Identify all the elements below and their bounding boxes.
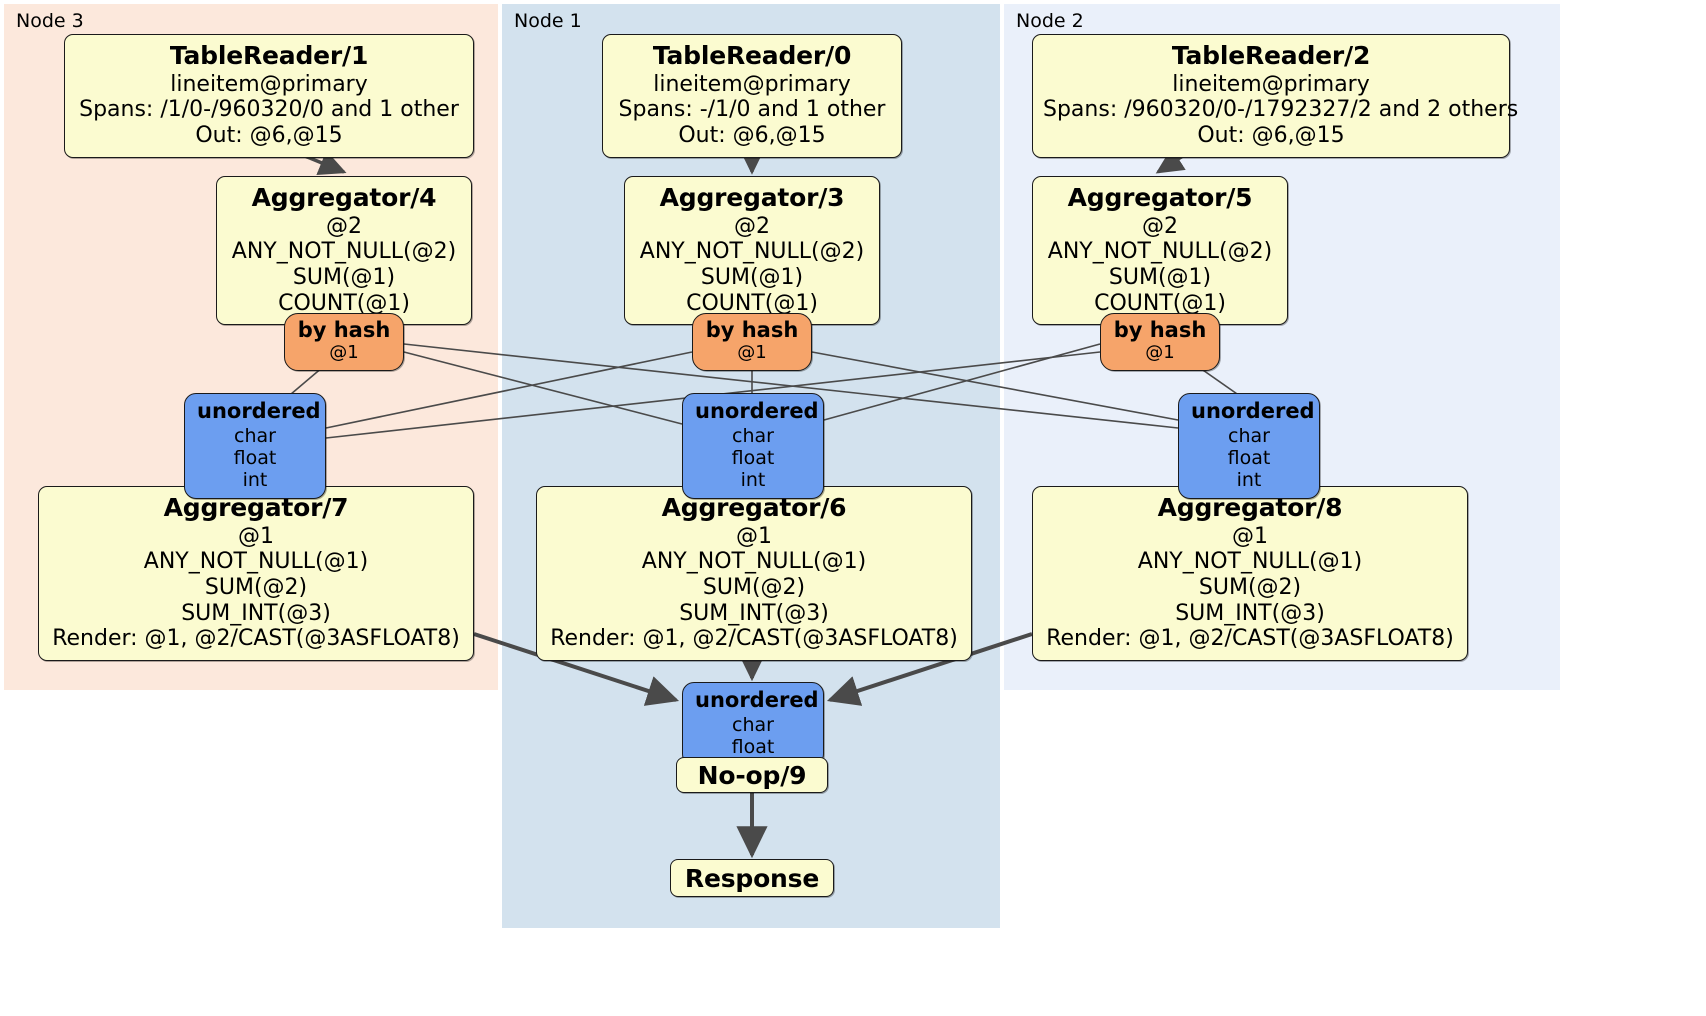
sync-type-char: char — [1228, 424, 1270, 447]
sync-title: unordered — [197, 399, 321, 423]
processor-detail-agg2: SUM(@1) — [1108, 264, 1212, 290]
router-by-hash-aggregator4[interactable]: by hash @1 — [284, 313, 404, 371]
processor-detail-agg2: SUM(@2) — [702, 574, 806, 600]
router-title: by hash — [705, 318, 799, 342]
node-panel-label-node1: Node 1 — [514, 10, 582, 32]
processor-detail-agg3: COUNT(@1) — [686, 290, 818, 316]
sync-type-char: char — [234, 424, 276, 447]
processor-detail-agg1: ANY_NOT_NULL(@2) — [231, 239, 457, 265]
sync-type-char: char — [732, 713, 774, 736]
sync-type-char: char — [732, 424, 774, 447]
processor-tablereader-0[interactable]: TableReader/0 lineitem@primary Spans: -/… — [602, 34, 902, 158]
router-title: by hash — [1113, 318, 1207, 342]
processor-detail-table: lineitem@primary — [170, 71, 368, 97]
processor-tablereader-2[interactable]: TableReader/2 lineitem@primary Spans: /9… — [1032, 34, 1519, 158]
processor-detail-agg2: SUM(@1) — [700, 264, 804, 290]
router-detail-col: @1 — [737, 342, 767, 364]
processor-detail-agg1: ANY_NOT_NULL(@1) — [143, 549, 369, 575]
processor-noop-label: No-op/9 — [697, 760, 807, 790]
sync-type-int: int — [242, 468, 268, 491]
processor-detail-table: lineitem@primary — [1172, 71, 1370, 97]
node-panel-label-node2: Node 2 — [1016, 10, 1084, 32]
processor-aggregator-5[interactable]: Aggregator/5 @2 ANY_NOT_NULL(@2) SUM(@1)… — [1032, 176, 1288, 326]
sync-unordered-final[interactable]: unordered char float — [682, 682, 824, 766]
processor-detail-groupcols: @2 — [326, 213, 362, 239]
processor-detail-agg3: SUM_INT(@3) — [181, 600, 331, 626]
processor-detail-table: lineitem@primary — [653, 71, 851, 97]
processor-title: TableReader/1 — [169, 41, 369, 70]
sync-unordered-aggregator6[interactable]: unordered char float int — [682, 393, 824, 499]
sync-type-int: int — [740, 468, 766, 491]
processor-detail-agg2: SUM(@1) — [292, 264, 396, 290]
processor-detail-out: Out: @6,@15 — [678, 122, 826, 148]
processor-title: Aggregator/5 — [1067, 183, 1253, 212]
processor-detail-agg1: ANY_NOT_NULL(@2) — [639, 239, 865, 265]
processor-tablereader-1[interactable]: TableReader/1 lineitem@primary Spans: /1… — [64, 34, 474, 158]
sync-type-float: float — [233, 446, 277, 469]
processor-aggregator-7[interactable]: Aggregator/7 @1 ANY_NOT_NULL(@1) SUM(@2)… — [38, 486, 474, 662]
processor-detail-groupcols: @2 — [734, 213, 770, 239]
processor-aggregator-4[interactable]: Aggregator/4 @2 ANY_NOT_NULL(@2) SUM(@1)… — [216, 176, 472, 326]
processor-detail-groupcols: @2 — [1142, 213, 1178, 239]
sync-title: unordered — [1191, 399, 1315, 423]
processor-noop-9[interactable]: No-op/9 — [676, 757, 828, 793]
processor-title: Aggregator/3 — [659, 183, 845, 212]
processor-detail-spans: Spans: -/1/0 and 1 other — [618, 97, 886, 123]
processor-detail-spans: Spans: /960320/0-/1792327/2 and 2 others — [1043, 97, 1519, 123]
router-detail-col: @1 — [1145, 342, 1175, 364]
processor-detail-agg3: COUNT(@1) — [278, 290, 410, 316]
processor-detail-groupcols: @1 — [238, 523, 274, 549]
processor-detail-groupcols: @1 — [1232, 523, 1268, 549]
terminal-response[interactable]: Response — [670, 859, 834, 897]
processor-aggregator-6[interactable]: Aggregator/6 @1 ANY_NOT_NULL(@1) SUM(@2)… — [536, 486, 972, 662]
sync-title: unordered — [695, 399, 819, 423]
processor-detail-agg1: ANY_NOT_NULL(@1) — [641, 549, 867, 575]
processor-aggregator-3[interactable]: Aggregator/3 @2 ANY_NOT_NULL(@2) SUM(@1)… — [624, 176, 880, 326]
processor-title: TableReader/2 — [1171, 41, 1371, 70]
processor-detail-agg3: COUNT(@1) — [1094, 290, 1226, 316]
processor-detail-render: Render: @1, @2/CAST(@3ASFLOAT8) — [550, 626, 958, 652]
router-by-hash-aggregator5[interactable]: by hash @1 — [1100, 313, 1220, 371]
node-panel-label-node3: Node 3 — [16, 10, 84, 32]
processor-detail-agg1: ANY_NOT_NULL(@1) — [1137, 549, 1363, 575]
sync-unordered-aggregator8[interactable]: unordered char float int — [1178, 393, 1320, 499]
processor-detail-agg2: SUM(@2) — [204, 574, 308, 600]
router-detail-col: @1 — [329, 342, 359, 364]
sync-type-float: float — [731, 446, 775, 469]
processor-detail-agg1: ANY_NOT_NULL(@2) — [1047, 239, 1273, 265]
terminal-response-label: Response — [684, 863, 820, 893]
processor-title: TableReader/0 — [652, 41, 852, 70]
sync-unordered-aggregator7[interactable]: unordered char float int — [184, 393, 326, 499]
processor-aggregator-8[interactable]: Aggregator/8 @1 ANY_NOT_NULL(@1) SUM(@2)… — [1032, 486, 1468, 662]
processor-detail-agg3: SUM_INT(@3) — [1175, 600, 1325, 626]
processor-detail-render: Render: @1, @2/CAST(@3ASFLOAT8) — [1046, 626, 1454, 652]
processor-detail-render: Render: @1, @2/CAST(@3ASFLOAT8) — [52, 626, 460, 652]
router-by-hash-aggregator3[interactable]: by hash @1 — [692, 313, 812, 371]
processor-detail-agg2: SUM(@2) — [1198, 574, 1302, 600]
processor-detail-spans: Spans: /1/0-/960320/0 and 1 other — [79, 97, 459, 123]
processor-title: Aggregator/4 — [251, 183, 437, 212]
sync-type-int: int — [1236, 468, 1262, 491]
sync-type-float: float — [1227, 446, 1271, 469]
processor-detail-out: Out: @6,@15 — [1197, 122, 1345, 148]
processor-detail-out: Out: @6,@15 — [195, 122, 343, 148]
processor-detail-agg3: SUM_INT(@3) — [679, 600, 829, 626]
processor-detail-groupcols: @1 — [736, 523, 772, 549]
router-title: by hash — [297, 318, 391, 342]
sync-type-float: float — [731, 735, 775, 758]
sync-title: unordered — [695, 688, 819, 712]
